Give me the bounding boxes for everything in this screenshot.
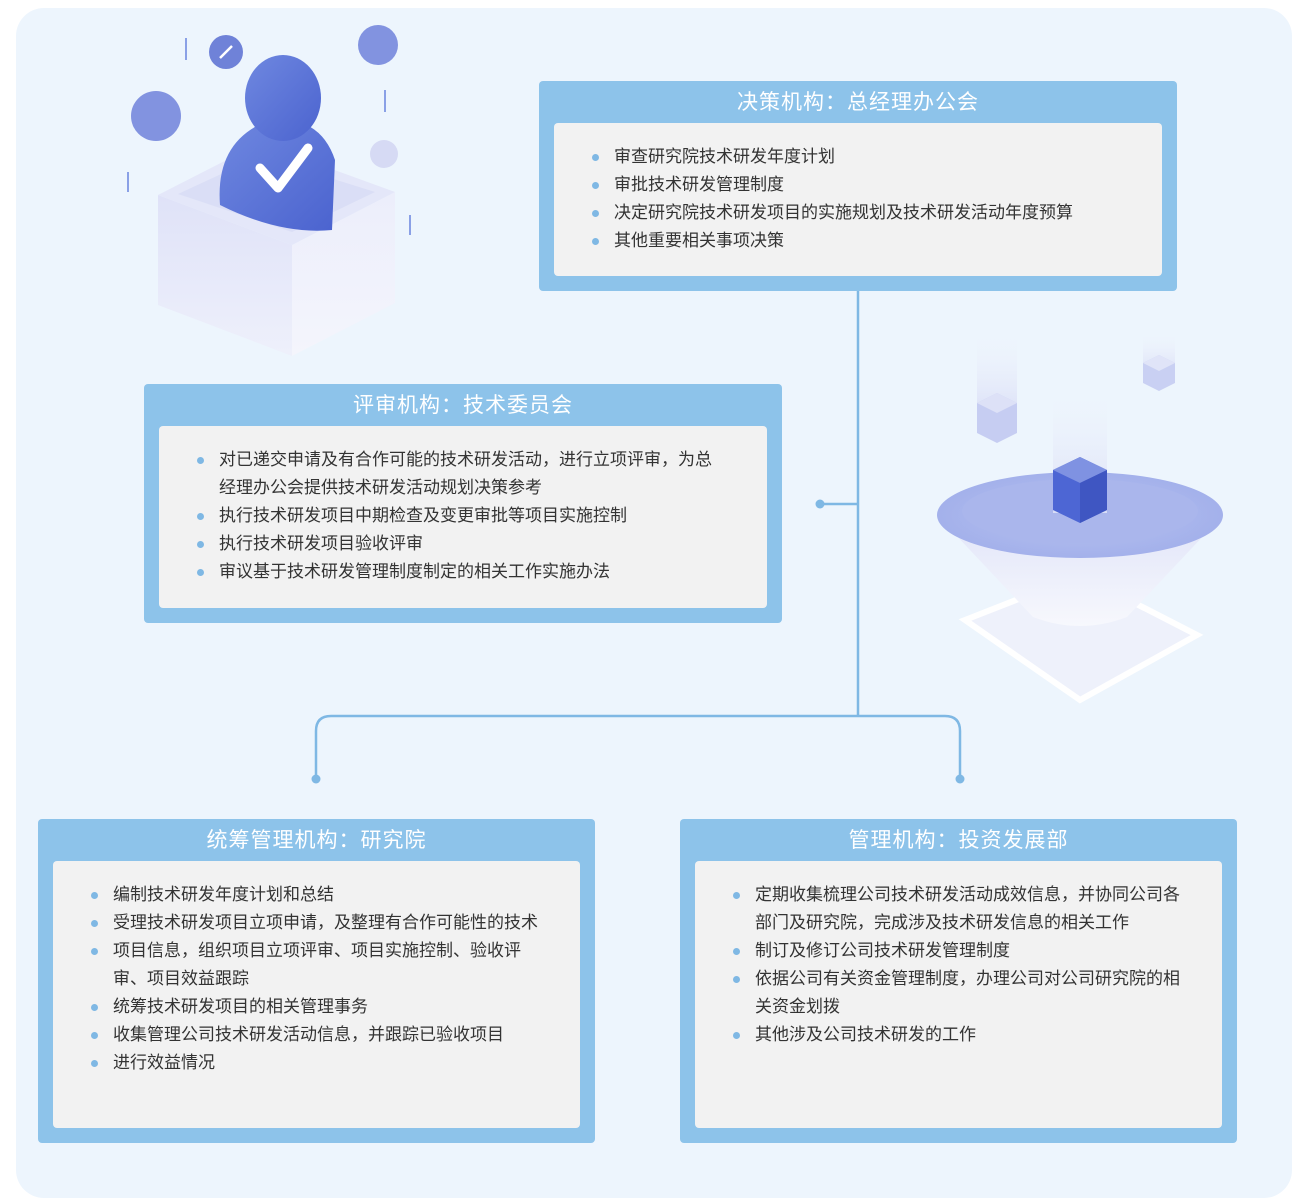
list-item: 收集管理公司技术研发活动信息，并跟踪已验收项目	[91, 1021, 541, 1049]
list-item: 依据公司有关资金管理制度，办理公司对公司研究院的相关资金划拨	[733, 965, 1195, 1021]
list-item: 审议基于技术研发管理制度制定的相关工作实施办法	[197, 558, 727, 586]
list-item: 定期收集梳理公司技术研发活动成效信息，并协同公司各部门及研究院，完成涉及技术研发…	[733, 881, 1195, 937]
review-list: 对已递交申请及有合作可能的技术研发活动，进行立项评审，为总经理办公会提供技术研发…	[197, 446, 727, 586]
decision-list: 审查研究院技术研发年度计划 审批技术研发管理制度 决定研究院技术研发项目的实施规…	[592, 143, 1152, 255]
management-panel: 管理机构：投资发展部 定期收集梳理公司技术研发活动成效信息，并协同公司各部门及研…	[680, 819, 1237, 1143]
connector-dot-right	[955, 774, 965, 784]
list-item: 项目信息，组织项目立项评审、项目实施控制、验收评审、项目效益跟踪	[91, 937, 541, 993]
management-title: 管理机构：投资发展部	[848, 828, 1069, 852]
list-item: 执行技术研发项目验收评审	[197, 530, 727, 558]
coordination-title: 统筹管理机构：研究院	[206, 828, 427, 852]
management-list: 定期收集梳理公司技术研发活动成效信息，并协同公司各部门及研究院，完成涉及技术研发…	[733, 881, 1195, 1049]
user-approval-box-icon	[127, 25, 411, 356]
funnel-cubes-icon	[937, 335, 1223, 704]
connector-bottom-branch	[314, 714, 962, 779]
coordination-content: 编制技术研发年度计划和总结 受理技术研发项目立项申请，及整理有合作可能性的技术 …	[53, 861, 580, 1128]
list-item: 审查研究院技术研发年度计划	[592, 143, 1152, 171]
list-item: 审批技术研发管理制度	[592, 171, 1152, 199]
management-content: 定期收集梳理公司技术研发活动成效信息，并协同公司各部门及研究院，完成涉及技术研发…	[695, 861, 1222, 1128]
decision-panel: 决策机构：总经理办公会 审查研究院技术研发年度计划 审批技术研发管理制度 决定研…	[539, 81, 1177, 291]
connector-dot-review	[815, 499, 825, 509]
decision-content: 审查研究院技术研发年度计划 审批技术研发管理制度 决定研究院技术研发项目的实施规…	[554, 123, 1162, 276]
list-item: 其他涉及公司技术研发的工作	[733, 1021, 1195, 1049]
review-panel: 评审机构：技术委员会 对已递交申请及有合作可能的技术研发活动，进行立项评审，为总…	[144, 384, 782, 623]
coordination-panel: 统筹管理机构：研究院 编制技术研发年度计划和总结 受理技术研发项目立项申请，及整…	[38, 819, 595, 1143]
decision-title: 决策机构：总经理办公会	[737, 90, 979, 114]
list-item: 执行技术研发项目中期检查及变更审批等项目实施控制	[197, 502, 727, 530]
review-title: 评审机构：技术委员会	[353, 393, 573, 417]
list-item: 制订及修订公司技术研发管理制度	[733, 937, 1195, 965]
list-item: 其他重要相关事项决策	[592, 227, 1152, 255]
list-item: 对已递交申请及有合作可能的技术研发活动，进行立项评审，为总经理办公会提供技术研发…	[197, 446, 727, 502]
review-content: 对已递交申请及有合作可能的技术研发活动，进行立项评审，为总经理办公会提供技术研发…	[159, 426, 767, 608]
list-item: 统筹技术研发项目的相关管理事务	[91, 993, 541, 1021]
list-item: 进行效益情况	[91, 1049, 541, 1077]
list-item: 受理技术研发项目立项申请，及整理有合作可能性的技术	[91, 909, 541, 937]
list-item: 编制技术研发年度计划和总结	[91, 881, 541, 909]
connector-dot-left	[311, 774, 321, 784]
coordination-list: 编制技术研发年度计划和总结 受理技术研发项目立项申请，及整理有合作可能性的技术 …	[91, 881, 541, 1077]
list-item: 决定研究院技术研发项目的实施规划及技术研发活动年度预算	[592, 199, 1152, 227]
